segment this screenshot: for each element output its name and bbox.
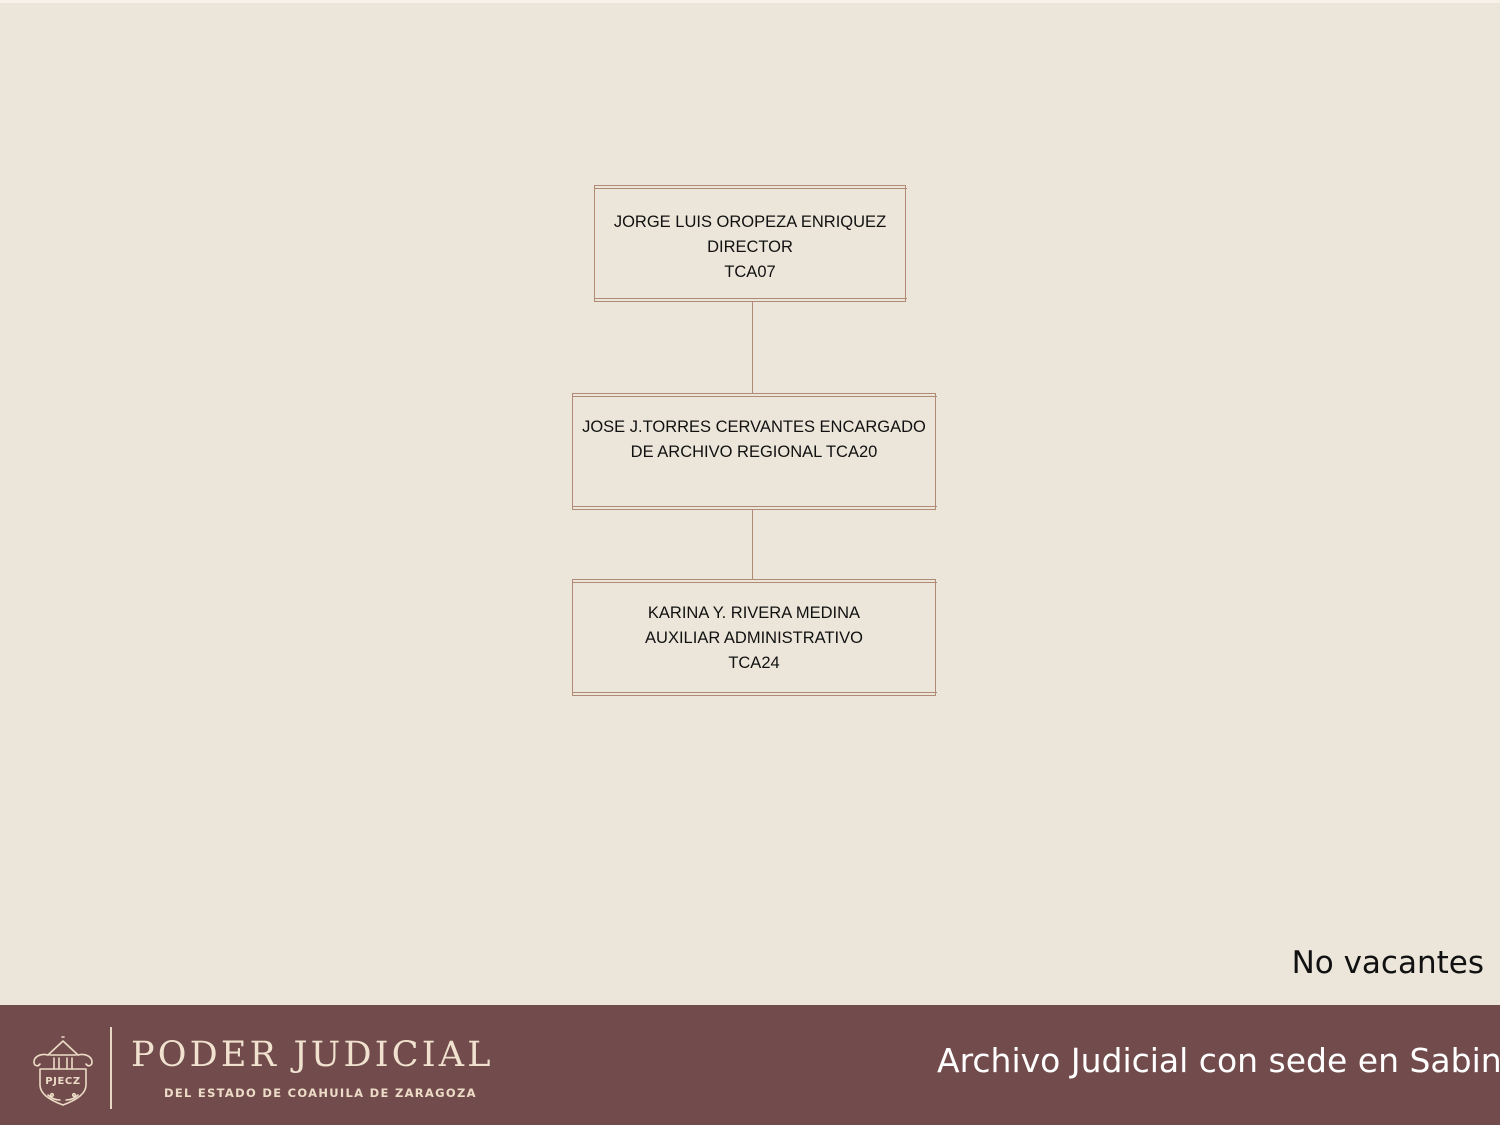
seal-text: PJECZ: [45, 1076, 80, 1087]
org-node-director: JORGE LUIS OROPEZA ENRIQUEZ DIRECTOR TCA…: [593, 185, 907, 302]
node-position: DIRECTOR: [707, 238, 793, 256]
node-name: JORGE LUIS OROPEZA ENRIQUEZ: [613, 213, 887, 231]
node-position: AUXILIAR ADMINISTRATIVO: [645, 629, 863, 647]
pjecz-seal-icon: PJECZ: [33, 1036, 93, 1106]
org-node-encargado: JOSE J.TORRES CERVANTES ENCARGADO DE ARC…: [571, 393, 937, 510]
node-name: KARINA Y. RIVERA MEDINA: [647, 604, 861, 622]
org-node-auxiliar: KARINA Y. RIVERA MEDINA AUXILIAR ADMINIS…: [571, 579, 937, 696]
logo-divider: [110, 1027, 112, 1109]
node-code: TCA24: [728, 654, 780, 672]
connector-encargado-to-auxiliar: [752, 509, 753, 580]
node-name-position: JOSE J.TORRES CERVANTES ENCARGADO: [582, 418, 926, 436]
footer-caption: Archivo Judicial con sede en Sabinas: [937, 1041, 1500, 1080]
node-code: TCA07: [724, 263, 776, 281]
top-rule: [0, 0, 1500, 3]
org-chart: JORGE LUIS OROPEZA ENRIQUEZ DIRECTOR TCA…: [571, 185, 937, 696]
connector-director-to-encargado: [752, 301, 753, 394]
logo-subtitle: DEL ESTADO DE COAHUILA DE ZARAGOZA: [164, 1086, 477, 1100]
vacancy-note: No vacantes: [1291, 945, 1484, 981]
node-position-code: DE ARCHIVO REGIONAL TCA20: [630, 443, 878, 461]
footer-bar: PJECZ PODER JUDICIAL DEL ESTADO DE COAHU…: [0, 1005, 1500, 1125]
logo-title: PODER JUDICIAL: [131, 1035, 494, 1075]
